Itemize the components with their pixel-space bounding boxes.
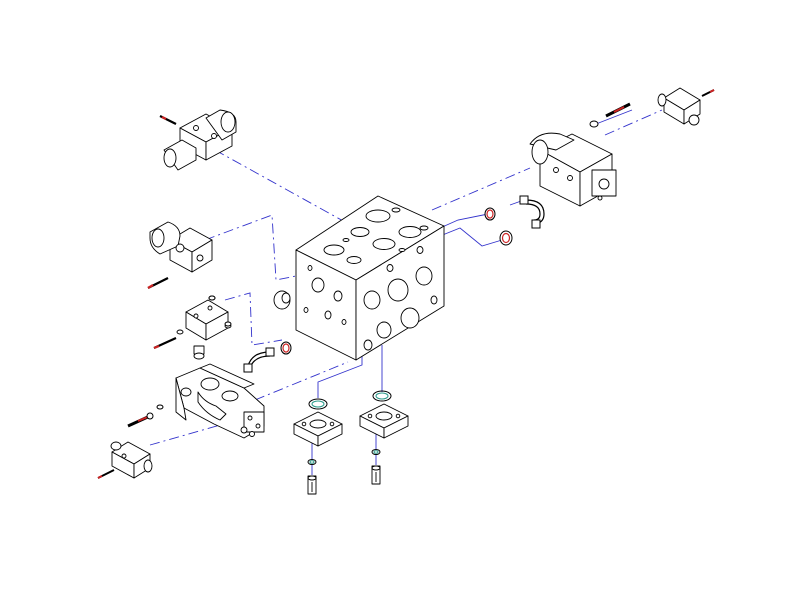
bolt-top-left	[159, 115, 177, 125]
bolt-left-flange	[307, 475, 317, 495]
manifold-block	[295, 195, 445, 361]
bolt-bottom-left	[97, 469, 115, 479]
leader-right-fitting-lower	[439, 227, 503, 247]
relief-valve-far-right	[657, 87, 701, 126]
leader-right-fitting-upper	[439, 213, 489, 229]
valve-body-top-right	[529, 132, 617, 207]
leader-top-right-body	[431, 167, 531, 211]
bolt-lower-left-body	[127, 404, 164, 428]
hose-left	[243, 347, 275, 373]
fitting-right-lower	[499, 230, 513, 246]
leader-lines	[149, 109, 663, 475]
bolt-top-right	[589, 102, 631, 128]
valve-body-lower-left	[175, 363, 265, 439]
leader-mid-left-valve	[204, 214, 297, 281]
leader-flange-left	[317, 350, 363, 398]
flange-plate-left	[293, 411, 343, 447]
bolt-cartridge-left	[153, 336, 177, 350]
solenoid-valve-top-left	[163, 109, 237, 171]
leader-bolt-top-right	[595, 109, 633, 125]
bolt-far-right	[701, 89, 715, 97]
hose-right	[519, 195, 545, 229]
small-screw-top	[208, 295, 216, 301]
washer-right-flange	[371, 449, 381, 455]
o-ring-left	[308, 398, 328, 410]
washer-left-flange	[307, 459, 317, 465]
cartridge-block-left	[185, 299, 229, 341]
bolt-right-flange	[371, 465, 381, 485]
fitting-right-upper	[484, 207, 496, 221]
bolt-mid-left	[147, 277, 169, 289]
leader-top-left-valve	[214, 149, 346, 223]
plug-fitting-left	[273, 290, 291, 310]
o-ring-right	[372, 390, 392, 402]
solenoid-valve-mid-left	[149, 221, 213, 273]
flange-plate-right	[359, 403, 409, 439]
leader-left-cartridge	[224, 292, 283, 346]
leader-lower-left-body	[254, 361, 349, 401]
small-screw-right	[224, 321, 232, 327]
relief-valve-bottom-left	[110, 441, 153, 479]
fitting-left-red	[280, 341, 292, 355]
